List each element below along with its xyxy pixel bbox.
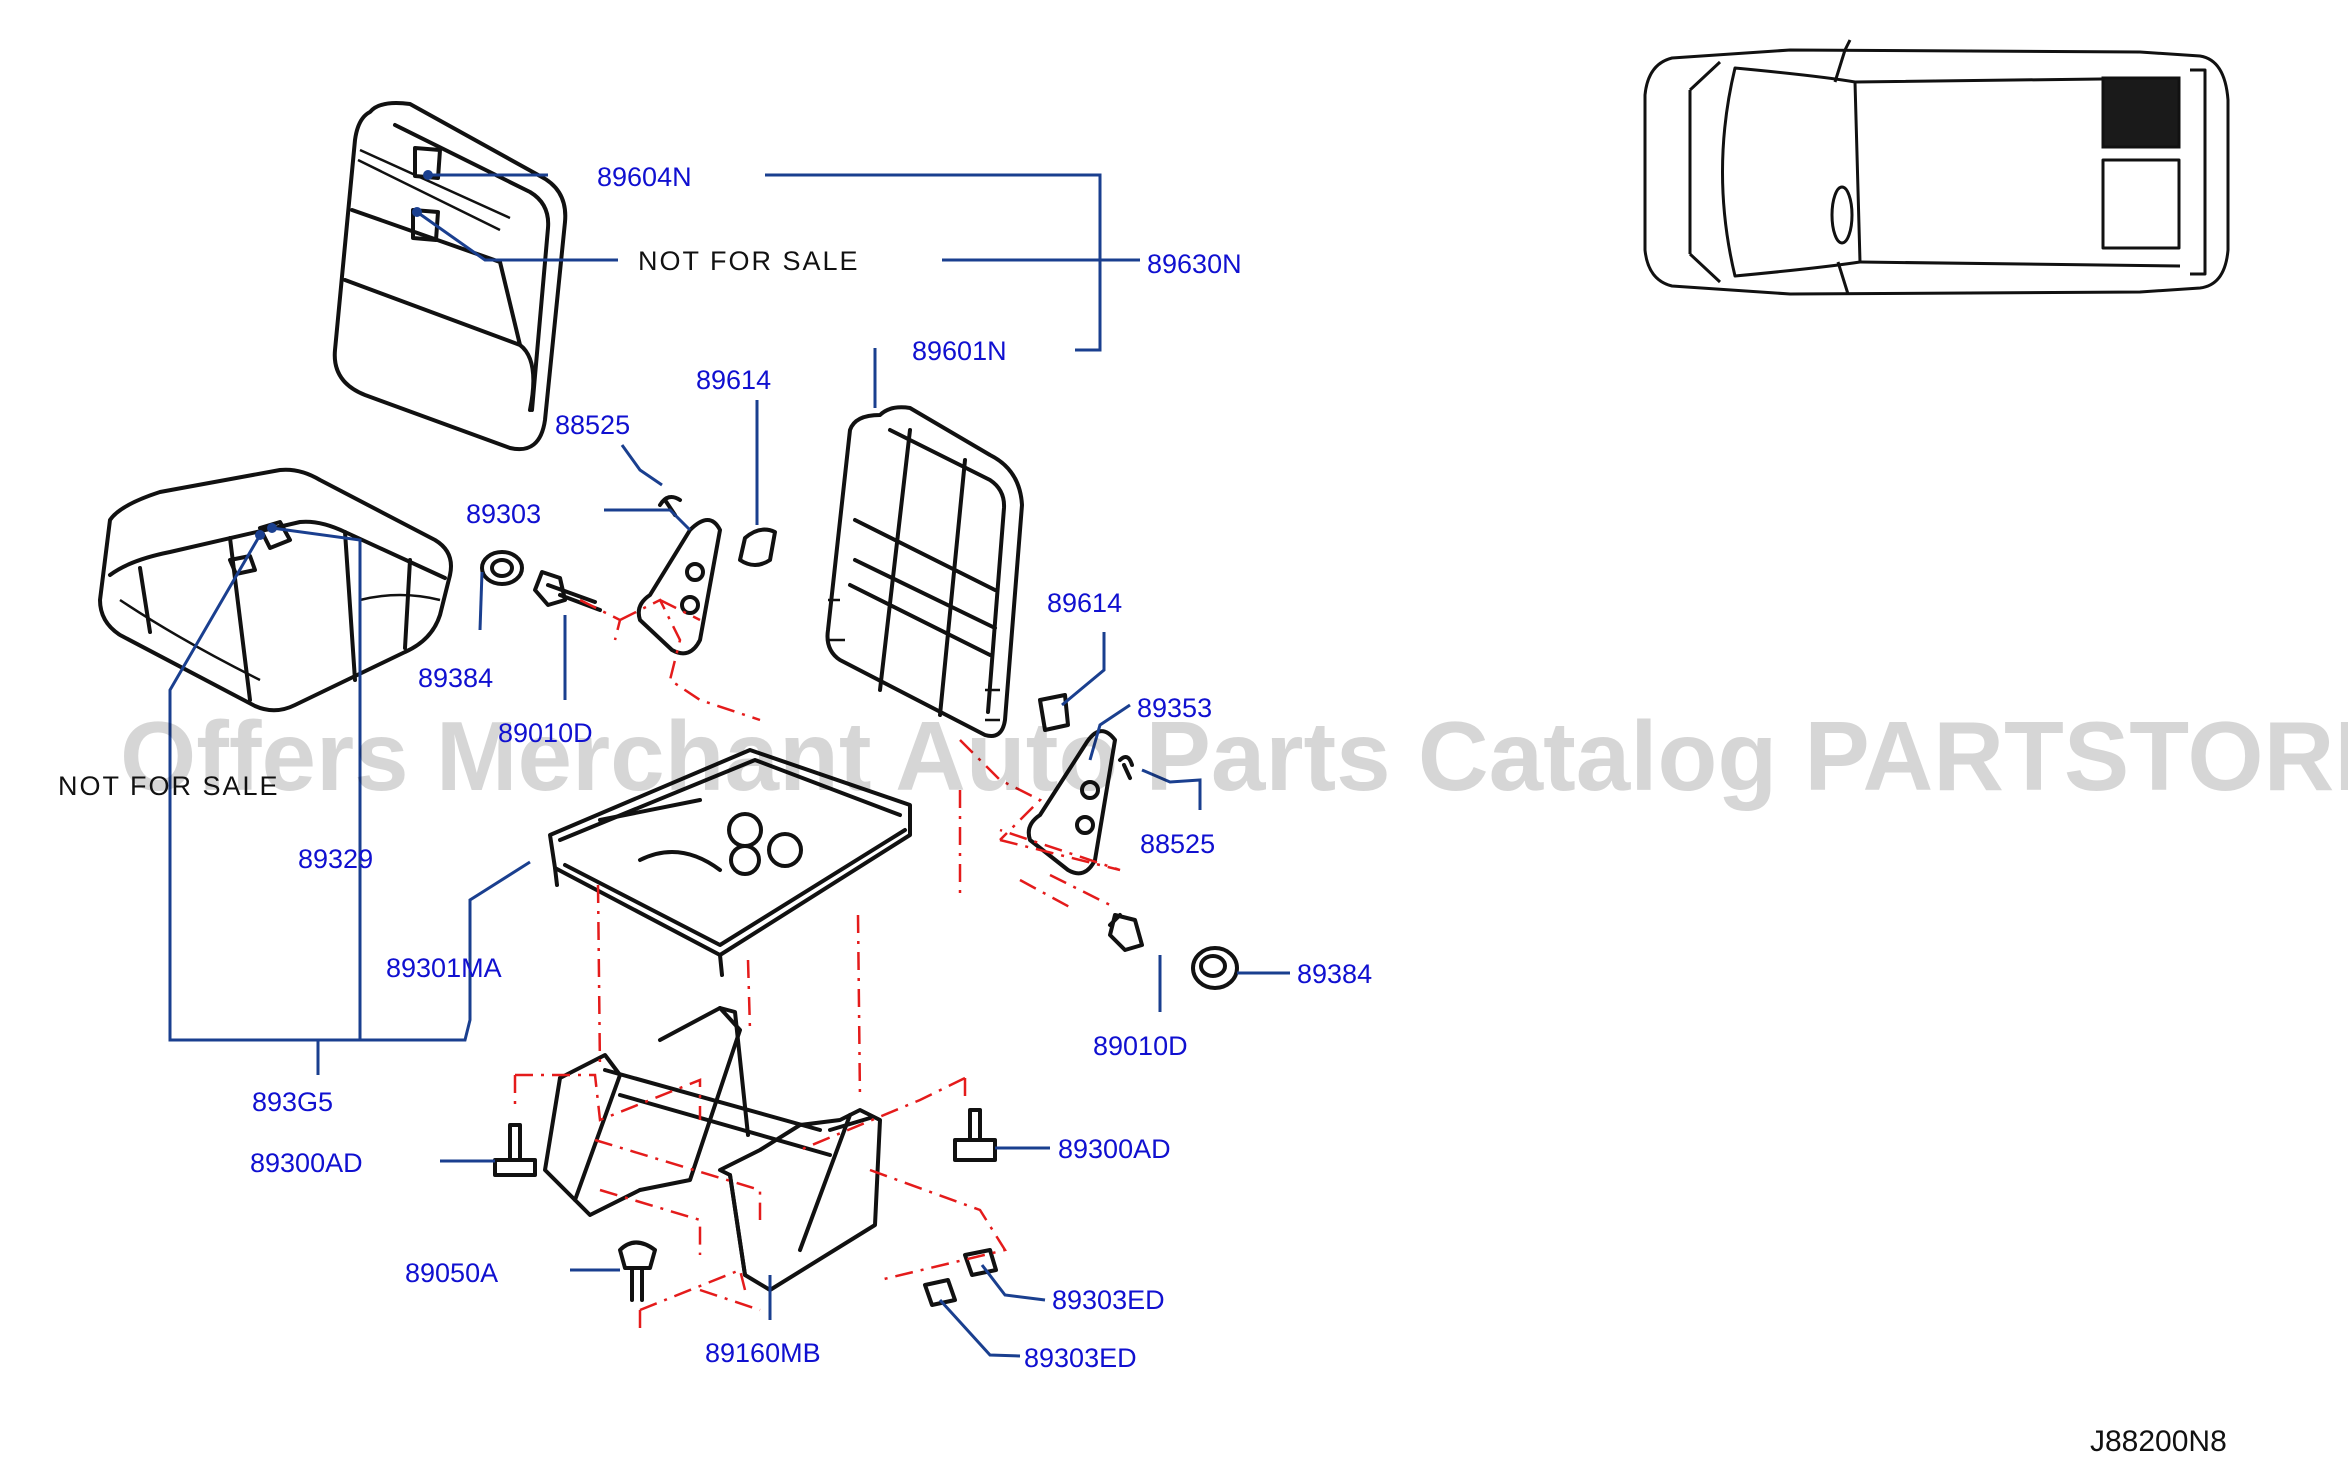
label-88525-right[interactable]: 88525 (1140, 829, 1215, 859)
vehicle-locator (1643, 39, 2230, 296)
label-89614-right[interactable]: 89614 (1047, 588, 1122, 618)
label-89300AD-left[interactable]: 89300AD (250, 1148, 363, 1178)
label-89601N[interactable]: 89601N (912, 336, 1007, 366)
seat-back-cushion (332, 101, 568, 452)
label-89614-top[interactable]: 89614 (696, 365, 771, 395)
label-89384-right[interactable]: 89384 (1297, 959, 1372, 989)
label-89353[interactable]: 89353 (1137, 693, 1212, 723)
seat-position-highlight (2101, 76, 2181, 149)
label-89604N[interactable]: 89604N (597, 162, 692, 192)
label-89301MA[interactable]: 89301MA (386, 953, 502, 983)
assembly-lines (513, 598, 1121, 1330)
label-89630N[interactable]: 89630N (1147, 249, 1242, 279)
note-not-for-sale-left: NOT FOR SALE (58, 771, 280, 801)
hinge-right-parts (1026, 693, 1239, 990)
label-89384-left[interactable]: 89384 (418, 663, 493, 693)
label-89050A[interactable]: 89050A (405, 1258, 498, 1288)
label-89300AD-right[interactable]: 89300AD (1058, 1134, 1171, 1164)
bolts-and-clips (493, 1108, 998, 1307)
label-893G5[interactable]: 893G5 (252, 1087, 333, 1117)
seat-lower-frame (543, 1006, 882, 1292)
watermark: Offers Merchant Auto Parts Catalog PARTS… (120, 701, 2348, 811)
label-89303[interactable]: 89303 (466, 499, 541, 529)
label-89010D-left[interactable]: 89010D (498, 718, 593, 748)
label-89329[interactable]: 89329 (298, 844, 373, 874)
label-89160MB[interactable]: 89160MB (705, 1338, 821, 1368)
label-89010D-right[interactable]: 89010D (1093, 1031, 1188, 1061)
label-89303ED-bottom[interactable]: 89303ED (1024, 1343, 1137, 1373)
seat-back-frame (825, 405, 1024, 738)
label-88525-top[interactable]: 88525 (555, 410, 630, 440)
note-not-for-sale-top: NOT FOR SALE (638, 246, 860, 276)
label-89303ED-top[interactable]: 89303ED (1052, 1285, 1165, 1315)
seat-cushion (98, 467, 453, 713)
diagram-code: J88200N8 (2090, 1425, 2227, 1458)
seat-base-frame (548, 748, 912, 977)
leader-lines (168, 170, 1290, 1358)
